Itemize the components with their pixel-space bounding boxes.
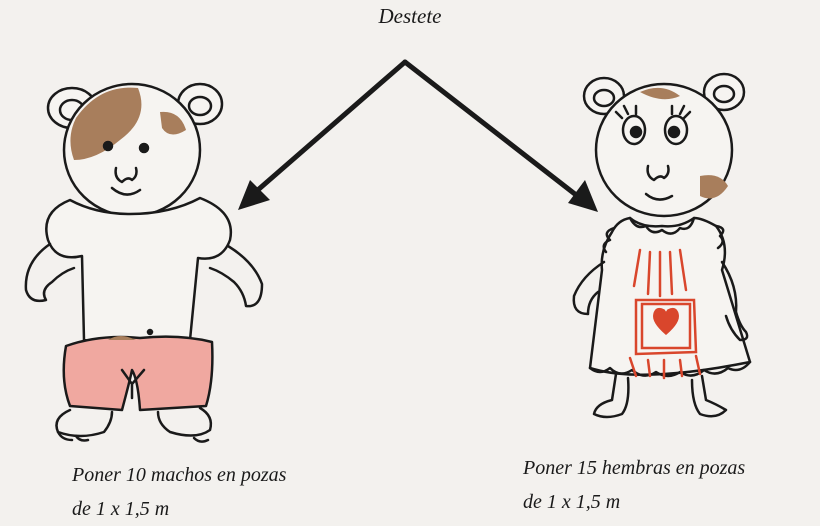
arrowhead-right [568,180,598,212]
female-caption-line-1: Poner 15 hembras en pozas [523,457,746,479]
arrow-left-icon [249,59,408,198]
male-guinea-pig-icon [24,82,264,443]
diagram-title: Destete [378,4,442,28]
male-caption: Poner 10 machos en pozas de 1 x 1,5 m [72,458,402,526]
split-arrows [249,59,583,201]
male-caption-line-2: de 1 x 1,5 m [72,498,170,520]
arrow-right-icon [402,59,583,201]
male-caption-line-1: Poner 10 machos en pozas [72,464,287,486]
heart-icon [653,307,679,335]
female-guinea-pig-icon [572,72,752,419]
arrowhead-left [238,180,270,210]
female-caption-line-2: de 1 x 1,5 m [523,491,621,513]
female-caption: Poner 15 hembras en pozas de 1 x 1,5 m [523,451,820,519]
